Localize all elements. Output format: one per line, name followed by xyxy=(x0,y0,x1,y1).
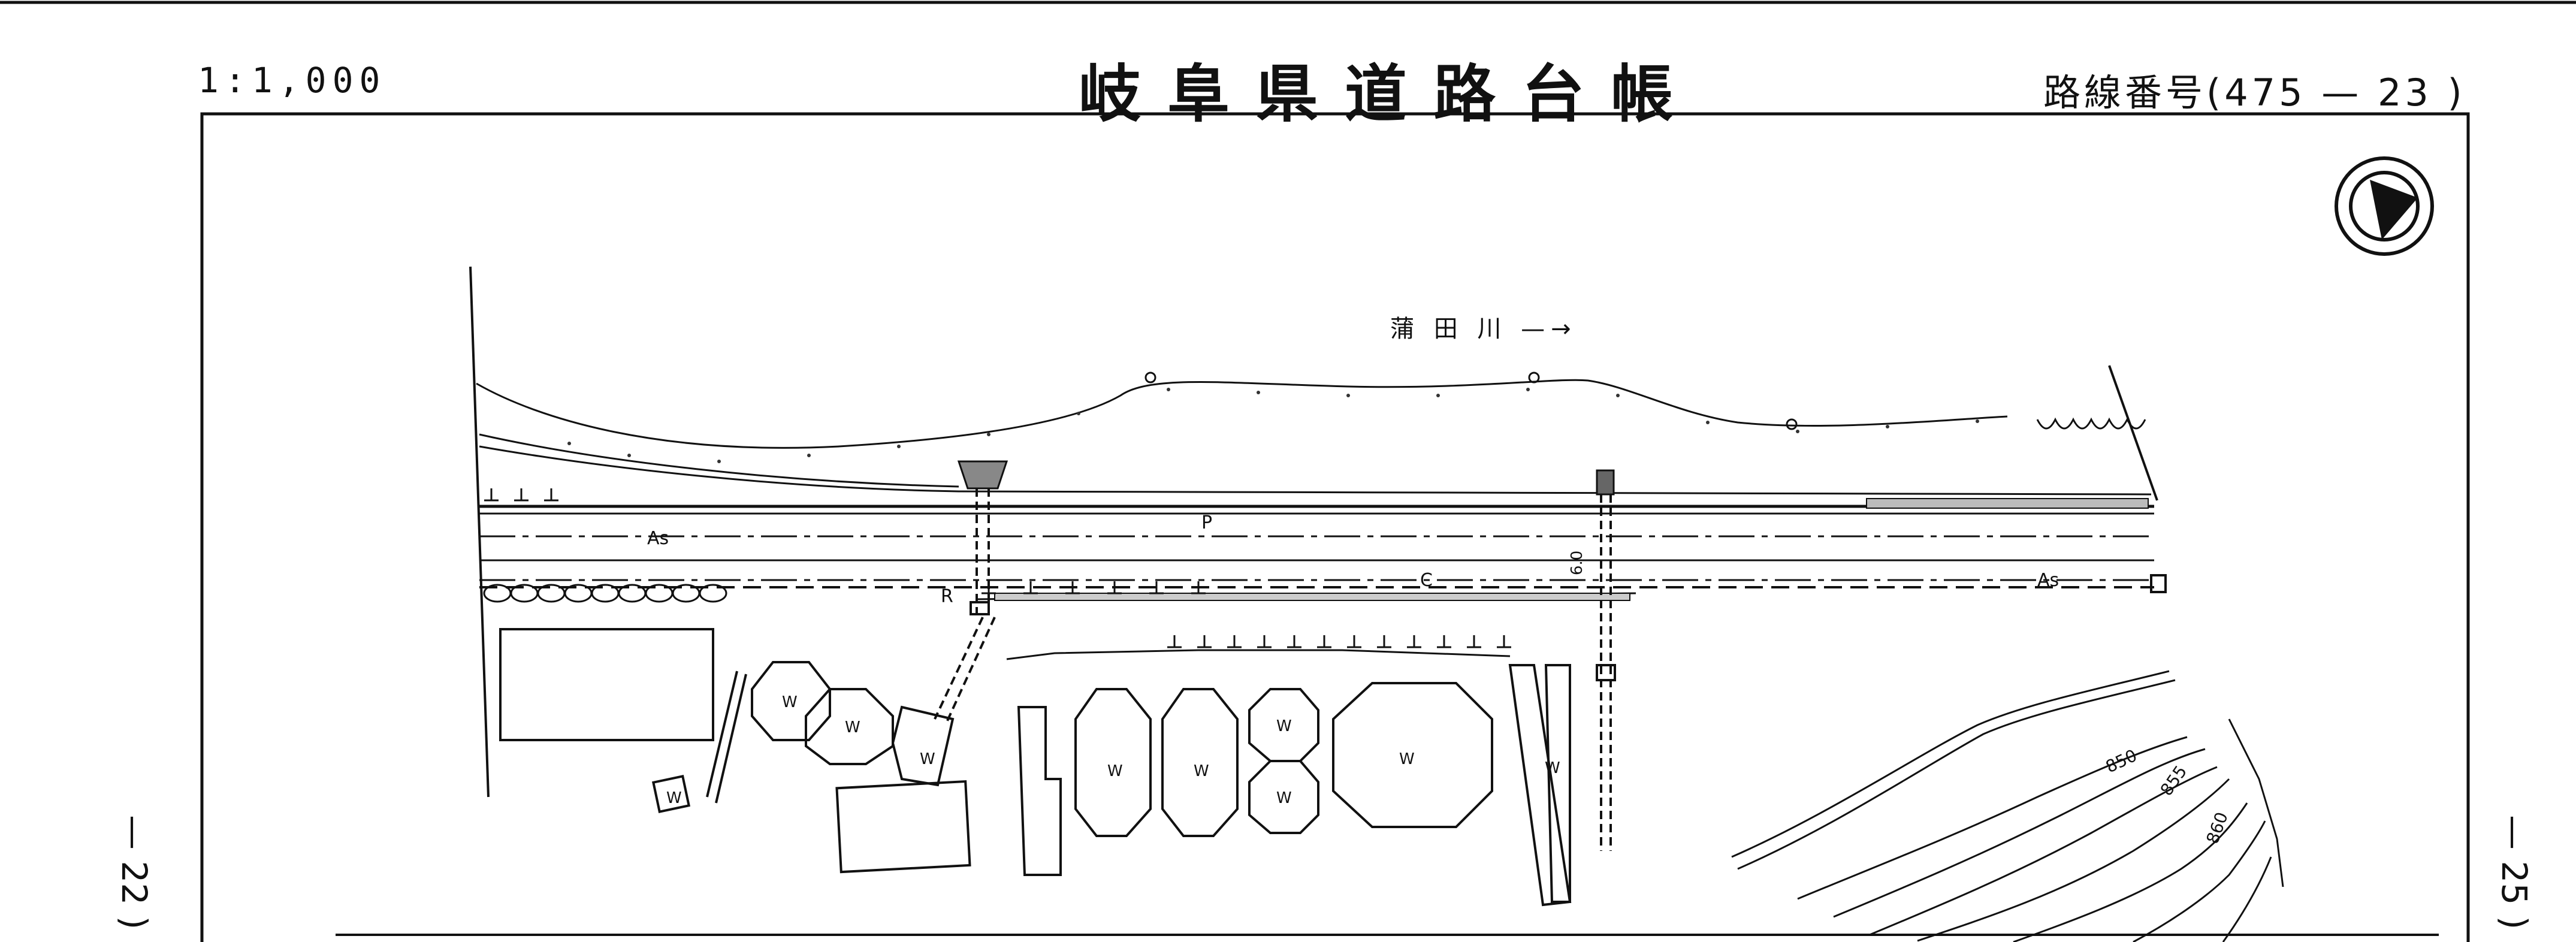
building-label-w8: W xyxy=(1276,789,1292,807)
building-label-w6: W xyxy=(1194,762,1209,780)
right-marker xyxy=(2150,574,2167,593)
building-label-w5: W xyxy=(1107,762,1123,780)
parcel-left-rect xyxy=(499,628,714,741)
map-frame xyxy=(200,112,2470,942)
road-width-label: 6.0 xyxy=(1568,551,1586,575)
left-boundary-line xyxy=(469,266,490,798)
building-label-w1: W xyxy=(666,789,682,807)
building-label-w9: W xyxy=(1399,750,1415,768)
scale-label: 1:1,000 xyxy=(198,60,386,101)
tank-group-center xyxy=(1074,682,1493,837)
culvert-right xyxy=(1596,469,1616,851)
right-boundary-line xyxy=(2108,365,2158,501)
north-arrow-icon xyxy=(2335,156,2434,256)
road-label-as-left: As xyxy=(647,528,669,549)
river-bank-line xyxy=(476,379,2008,449)
river-label: 蒲 田 川 —→ xyxy=(1390,315,1577,343)
bank-stipple xyxy=(567,372,1979,463)
contour-label-850: 850 xyxy=(2103,745,2140,777)
path-line-1 xyxy=(706,671,738,798)
road-label-as-right: As xyxy=(2037,570,2059,591)
route-number: 路線番号(475 — 23 ) xyxy=(2043,71,2466,114)
sheet-title: 岐阜県道路台帳 xyxy=(1079,57,1700,131)
contour-label-860: 860 xyxy=(2203,810,2232,847)
slope-marks xyxy=(2036,417,2146,430)
curb-hatch xyxy=(994,593,1630,601)
parcel-narrow-1 xyxy=(1508,664,1572,907)
ground-symbols xyxy=(484,488,1511,660)
road-label-c: C xyxy=(1420,570,1433,591)
parcel-tall xyxy=(1017,706,1062,876)
building-label-w4: W xyxy=(920,750,935,768)
culvert-left xyxy=(934,460,1008,723)
small-building xyxy=(651,774,691,814)
contour-lines xyxy=(1731,670,2284,942)
road-label-p: P xyxy=(1201,512,1212,533)
parcel-narrow-2 xyxy=(1544,664,1571,903)
building-label-w7: W xyxy=(1276,717,1292,735)
building-label-w10: W xyxy=(1545,759,1560,777)
building-label-w2: W xyxy=(782,693,798,711)
tank-group-left xyxy=(751,661,955,787)
road-label-r: R xyxy=(941,586,953,607)
embankment-line xyxy=(479,433,959,488)
hedge-row xyxy=(483,584,727,603)
parcel-lower xyxy=(835,780,971,874)
sidewalk-hatch xyxy=(1866,498,2149,509)
path-line-2 xyxy=(715,674,747,804)
river-edge-line xyxy=(479,445,2152,496)
building-label-w3: W xyxy=(845,718,860,736)
